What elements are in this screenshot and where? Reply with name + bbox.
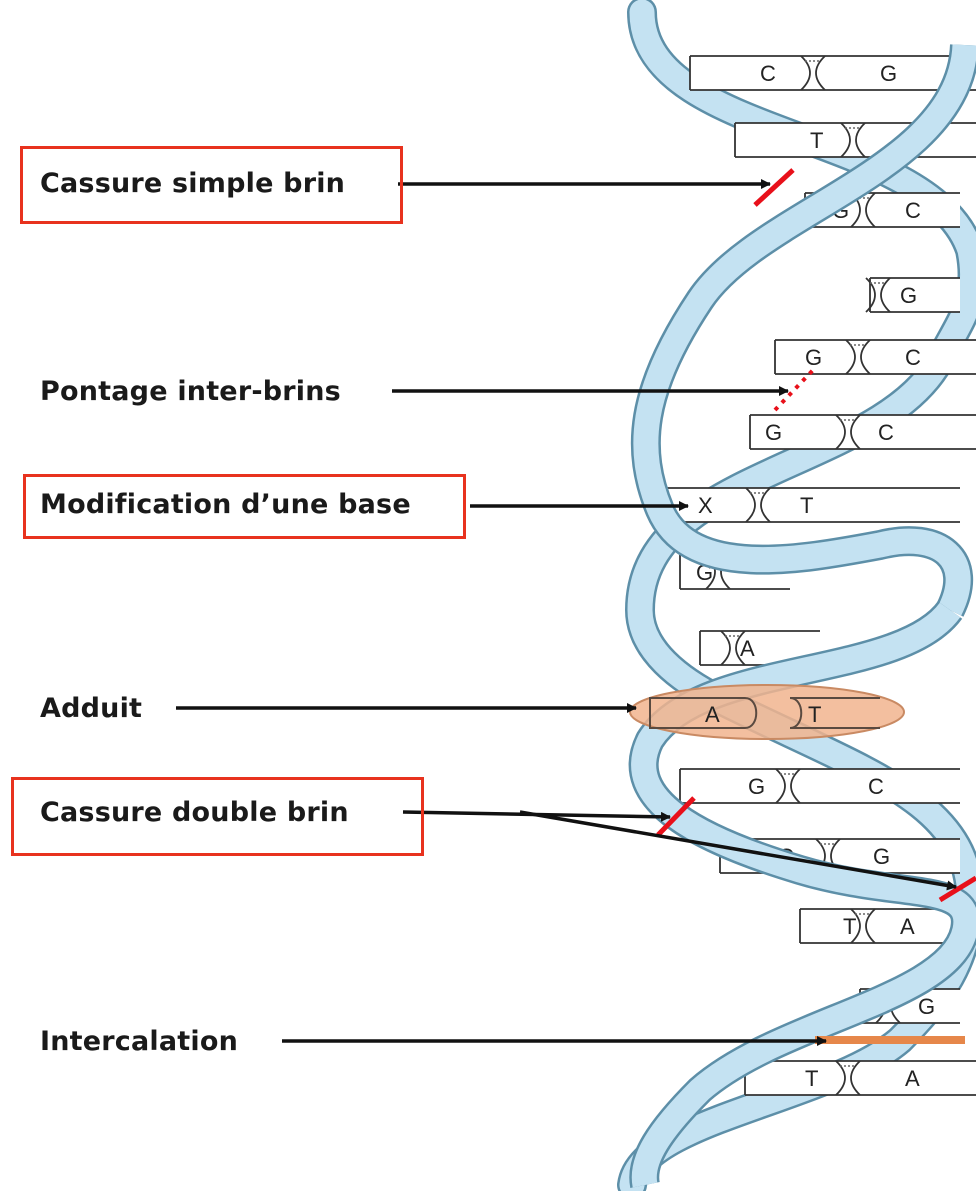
base-right: C [905, 345, 921, 370]
base-right: G [900, 283, 917, 308]
base-right: G [880, 61, 897, 86]
base-right: T [800, 493, 813, 518]
label-adduct: Adduit [40, 693, 142, 724]
base-right: G [873, 844, 890, 869]
base-left: T [843, 914, 856, 939]
intercalator-bar [815, 1036, 965, 1044]
base-right: A [740, 636, 755, 661]
adduct-base-right: T [808, 702, 821, 727]
base-left: T [810, 128, 823, 153]
base-left: C [760, 61, 776, 86]
base-left: G [748, 774, 765, 799]
base-left: G [765, 420, 782, 445]
single-strand-break-mark [755, 170, 793, 205]
label-interstrand-crosslink: Pontage inter-brins [40, 376, 341, 407]
base-left: G [805, 345, 822, 370]
label-intercalation: Intercalation [40, 1026, 238, 1057]
adduct-base-left: A [705, 702, 720, 727]
base-right: C [905, 198, 921, 223]
base-right: A [900, 914, 915, 939]
adduct-ellipse [630, 685, 904, 739]
label-double-strand-break: Cassure double brin [40, 797, 349, 828]
base-pair-rung: G [866, 278, 960, 312]
base-left: T [805, 1066, 818, 1091]
base-left: X [698, 493, 713, 518]
base-right: C [868, 774, 884, 799]
base-right: G [918, 994, 935, 1019]
label-base-modification: Modification d’une base [40, 489, 411, 520]
label-single-strand-break: Cassure simple brin [40, 168, 345, 199]
base-right: A [905, 1066, 920, 1091]
base-right: C [878, 420, 894, 445]
